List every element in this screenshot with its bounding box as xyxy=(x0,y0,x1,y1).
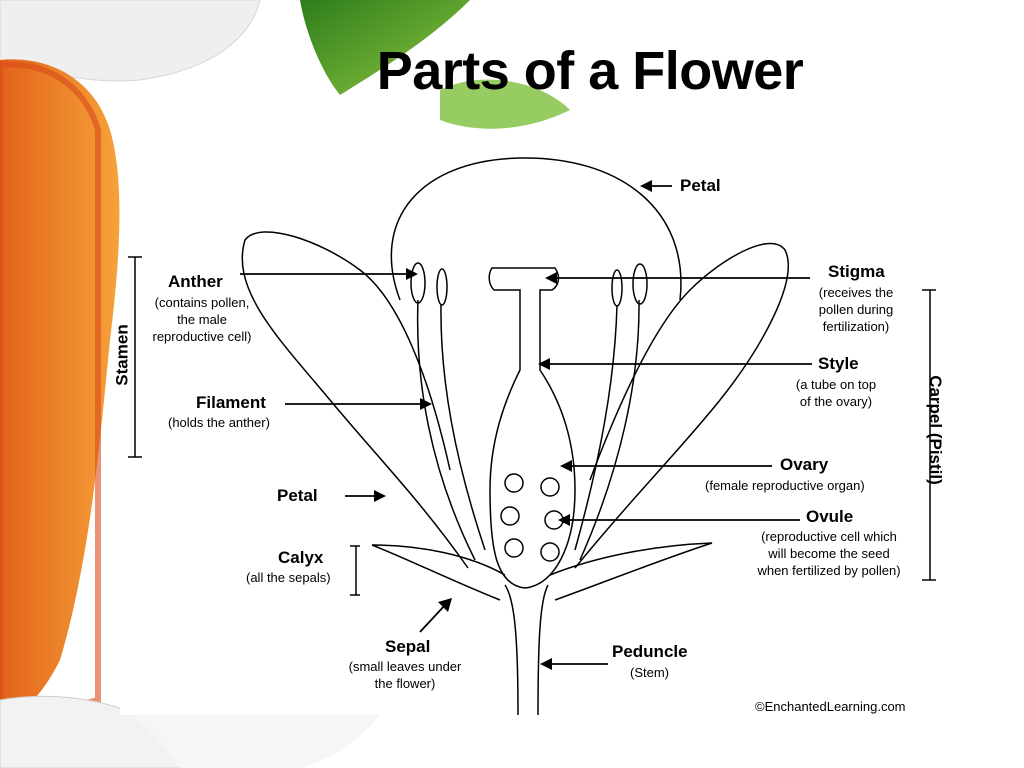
arrowhead-filament xyxy=(420,398,432,410)
label-stigma: Stigma xyxy=(828,262,885,281)
stamen-bracket xyxy=(128,256,142,458)
arrowhead-sepal xyxy=(438,598,452,612)
label-petal-left: Petal xyxy=(277,486,318,505)
ovule-desc-2: will become the seed xyxy=(768,546,890,561)
right-filament-2 xyxy=(579,299,640,561)
label-peduncle: Peduncle xyxy=(612,642,688,661)
anther-desc-1: (contains pollen, xyxy=(154,295,250,310)
label-calyx: Calyx xyxy=(278,548,324,567)
label-style: Style xyxy=(818,354,859,373)
diagram-panel xyxy=(120,155,965,715)
left-filament-1 xyxy=(416,299,476,561)
label-petal-top: Petal xyxy=(680,176,721,195)
anther-desc-2: the male xyxy=(177,312,227,327)
top-petal-outline xyxy=(390,157,682,301)
right-filament-1 xyxy=(574,304,618,551)
arrowhead-stigma xyxy=(545,272,557,284)
label-carpel: Carpel (Pistil) xyxy=(925,375,945,485)
peduncle-desc: (Stem) xyxy=(630,665,669,680)
arrowhead-petal-top xyxy=(640,180,652,192)
arrowhead-ovary xyxy=(560,460,572,472)
sepal-right xyxy=(549,542,713,601)
ovule-5 xyxy=(504,538,524,558)
white-petal-bottom-2 xyxy=(130,715,380,768)
arrowhead-anther xyxy=(406,268,418,280)
arrowhead-ovule xyxy=(558,514,570,526)
sepal-left xyxy=(371,544,506,601)
anther-desc-3: reproductive cell) xyxy=(152,329,252,344)
label-anther: Anther xyxy=(168,272,223,291)
anther-left-1 xyxy=(410,262,426,304)
arrowhead-peduncle xyxy=(540,658,552,670)
ovule-desc-3: when fertilized by pollen) xyxy=(757,563,901,578)
green-leaf-top xyxy=(300,0,470,95)
arrowhead-petal-left xyxy=(374,490,386,502)
label-ovule: Ovule xyxy=(806,507,854,526)
label-stamen: Stamen xyxy=(112,324,132,386)
calyx-desc: (all the sepals) xyxy=(246,570,331,585)
stigma-desc-3: fertilization) xyxy=(822,319,890,334)
green-leaf-top-2 xyxy=(440,79,570,129)
sepal-desc-1: (small leaves under xyxy=(348,659,462,674)
peduncle-stem xyxy=(504,584,549,716)
stigma-desc-2: pollen during xyxy=(818,302,894,317)
arrowhead-style xyxy=(538,358,550,370)
carpel-bracket xyxy=(922,289,936,581)
page-title: Parts of a Flower xyxy=(376,41,804,101)
anther-right-1 xyxy=(611,269,623,307)
label-sepal: Sepal xyxy=(385,637,431,656)
ovule-6 xyxy=(540,542,560,562)
arrow-sepal xyxy=(419,603,447,633)
style-desc-2: of the ovary) xyxy=(799,394,873,409)
ovule-3 xyxy=(500,506,520,526)
calyx-bracket xyxy=(350,545,360,596)
sepal-desc-2: the flower) xyxy=(374,676,436,691)
anther-left-2 xyxy=(436,268,448,306)
right-petal-outline xyxy=(574,242,789,569)
ovule-1 xyxy=(504,473,524,493)
ovule-2 xyxy=(540,477,560,497)
orange-center xyxy=(0,59,120,721)
left-petal-outline xyxy=(241,231,469,569)
ovary-desc: (female reproductive organ) xyxy=(705,478,865,493)
anther-right-2 xyxy=(632,263,648,305)
stigma-desc-1: (receives the xyxy=(818,285,894,300)
ovule-desc-1: (reproductive cell which xyxy=(761,529,897,544)
pistil-outline xyxy=(488,267,576,589)
credit-text: ©EnchantedLearning.com xyxy=(755,699,906,714)
label-filament: Filament xyxy=(196,393,266,412)
style-desc-1: (a tube on top xyxy=(795,377,877,392)
left-filament-2 xyxy=(440,304,486,551)
label-ovary: Ovary xyxy=(780,455,829,474)
filament-desc: (holds the anther) xyxy=(168,415,270,430)
